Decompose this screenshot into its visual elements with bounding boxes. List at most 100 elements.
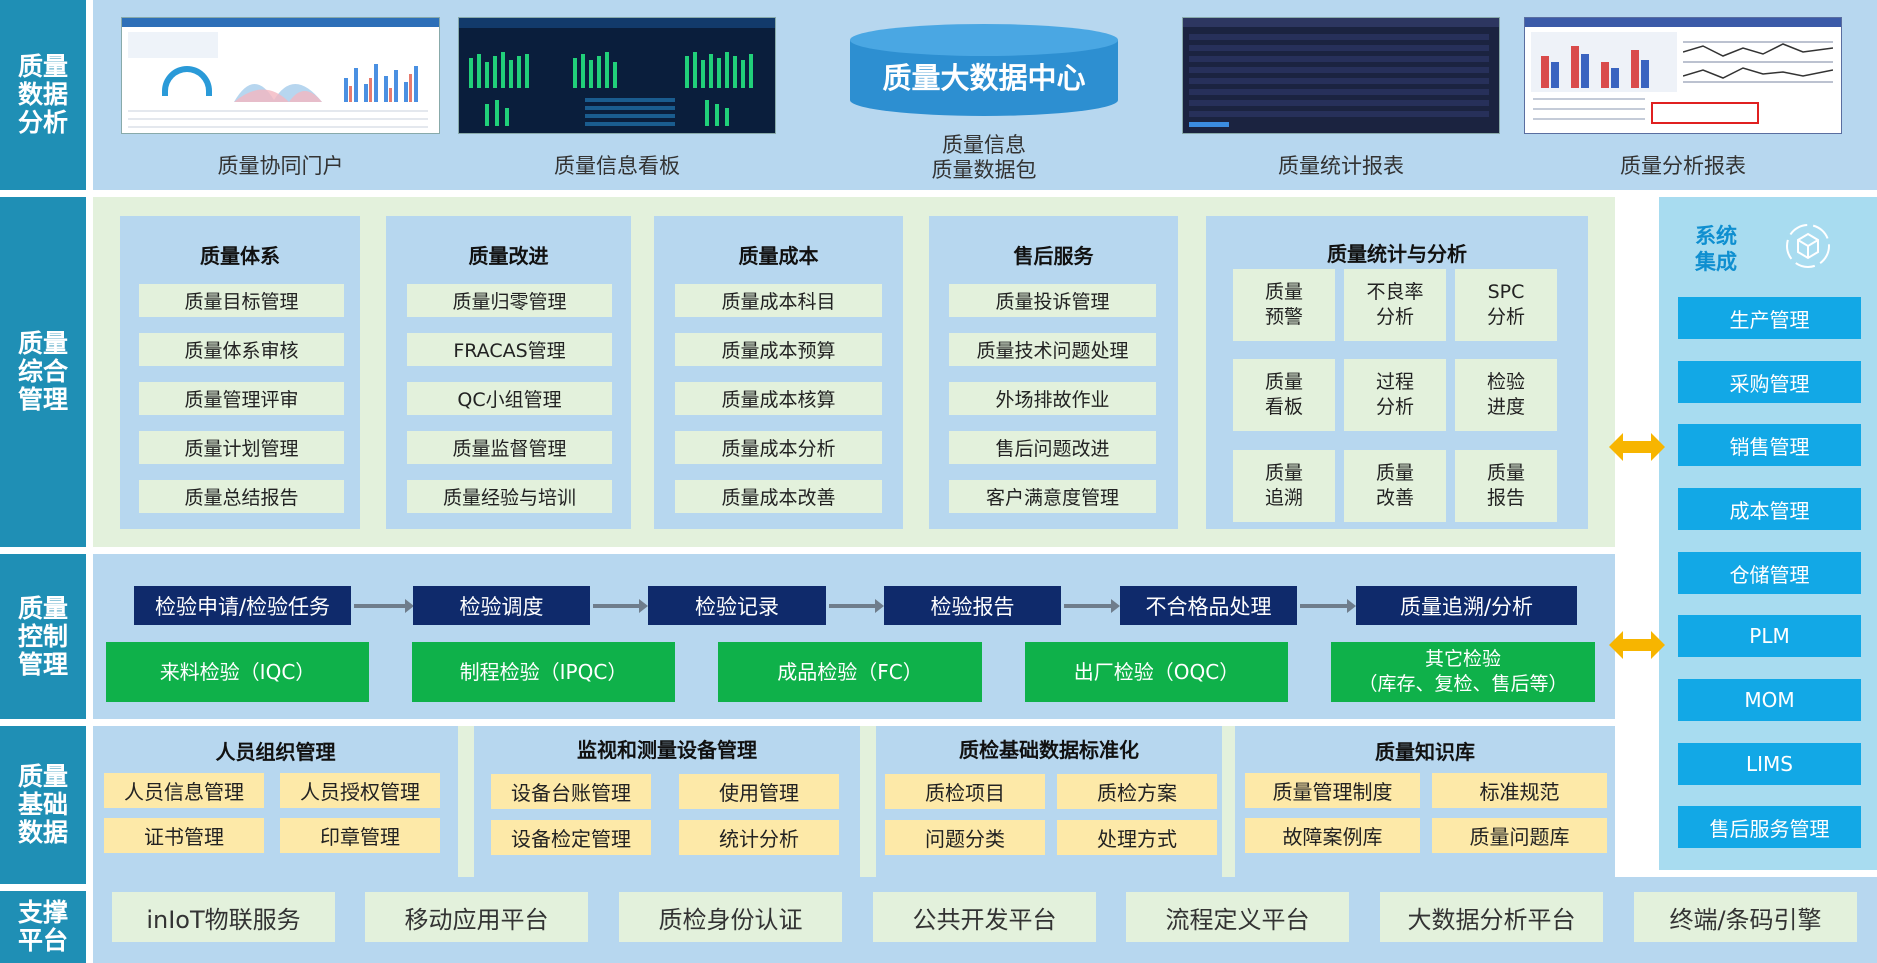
row-label-management: 质量 综合 管理 [0, 197, 86, 547]
double-arrow-icon [1609, 433, 1665, 461]
stats-cell: 质量 报告 [1455, 450, 1557, 522]
platform-item: 大数据分析平台 [1380, 892, 1603, 942]
integration-title: 系统 集成 [1695, 224, 1737, 274]
double-arrow-icon [1609, 631, 1665, 659]
package-line-1: 质量信息 [942, 133, 1026, 157]
after-sales-item: 客户满意度管理 [949, 480, 1156, 513]
quality-cost-item: 质量成本科目 [675, 284, 882, 317]
after-sales-item: 售后问题改进 [949, 431, 1156, 464]
integration-item: 销售管理 [1678, 424, 1861, 466]
platform-item: 质检身份认证 [619, 892, 842, 942]
flow-step: 质量追溯/分析 [1356, 586, 1577, 625]
stats-cell: 质量 追溯 [1233, 450, 1335, 522]
inspection-type: 制程检验（IPQC） [412, 642, 675, 702]
flow-arrow-icon [593, 599, 648, 613]
knowledge-base-item: 质量问题库 [1432, 818, 1607, 853]
quality-cost-item: 质量成本预算 [675, 333, 882, 366]
quality-system-item: 质量体系审核 [139, 333, 344, 366]
equipment-box: 监视和测量设备管理 设备台账管理 使用管理 设备检定管理 统计分析 [474, 726, 860, 884]
equipment-item: 设备检定管理 [491, 820, 651, 855]
board-caption: 质量信息看板 [554, 154, 680, 178]
stats-cell: 质量 改善 [1344, 450, 1446, 522]
standard-data-title: 质检基础数据标准化 [959, 738, 1139, 762]
equipment-title: 监视和测量设备管理 [577, 738, 757, 762]
portal-screenshot [121, 17, 440, 134]
knowledge-base-box: 质量知识库 质量管理制度 标准规范 故障案例库 质量问题库 [1235, 726, 1615, 884]
portal-caption: 质量协同门户 [217, 154, 344, 178]
standard-data-item: 处理方式 [1057, 820, 1217, 855]
row-label-analysis: 质量 数据 分析 [0, 0, 86, 190]
people-org-item: 印章管理 [280, 818, 440, 853]
cube-network-icon [1786, 224, 1830, 268]
integration-item: PLM [1678, 615, 1861, 657]
people-org-item: 人员信息管理 [104, 773, 264, 808]
row-label-control: 质量 控制 管理 [0, 554, 86, 719]
flow-arrow-icon [354, 599, 414, 613]
standard-data-box: 质检基础数据标准化 质检项目 质检方案 问题分类 处理方式 [876, 726, 1222, 884]
flow-arrow-icon [1064, 599, 1120, 613]
quality-improve-column: 质量改进 质量归零管理 FRACAS管理 QC小组管理 质量监督管理 质量经验与… [386, 216, 631, 529]
after-sales-title: 售后服务 [1013, 244, 1094, 268]
platform-item: 流程定义平台 [1126, 892, 1349, 942]
flow-step: 检验申请/检验任务 [134, 586, 351, 625]
quality-system-item: 质量目标管理 [139, 284, 344, 317]
package-line-2: 质量数据包 [931, 158, 1037, 182]
platform-item: 终端/条码引擎 [1634, 892, 1857, 942]
integration-item: 采购管理 [1678, 361, 1861, 403]
quality-improve-item: 质量归零管理 [407, 284, 612, 317]
inspection-type: 其它检验 （库存、复检、售后等） [1331, 642, 1595, 702]
stats-report-caption: 质量统计报表 [1278, 154, 1404, 178]
quality-system-title: 质量体系 [200, 244, 280, 268]
platform-item: inIoT物联服务 [112, 892, 335, 942]
database-cylinder-icon [850, 24, 1118, 116]
quality-system-item: 质量管理评审 [139, 382, 344, 415]
quality-system-item: 质量计划管理 [139, 431, 344, 464]
row-label-base: 质量 基础 数据 [0, 726, 86, 884]
standard-data-item: 质检项目 [885, 774, 1045, 809]
flow-step: 不合格品处理 [1120, 586, 1297, 625]
knowledge-base-title: 质量知识库 [1375, 740, 1475, 764]
stats-cell: 不良率 分析 [1344, 269, 1446, 341]
quality-system-item: 质量总结报告 [139, 480, 344, 513]
flow-step: 检验报告 [884, 586, 1061, 625]
people-org-item: 证书管理 [104, 818, 264, 853]
knowledge-base-item: 故障案例库 [1245, 818, 1420, 853]
integration-item: 生产管理 [1678, 297, 1861, 339]
after-sales-item: 质量投诉管理 [949, 284, 1156, 317]
stats-cell: SPC 分析 [1455, 269, 1557, 341]
stats-cell: 质量 看板 [1233, 359, 1335, 431]
flow-step: 检验记录 [648, 586, 826, 625]
standard-data-item: 质检方案 [1057, 774, 1217, 809]
inspection-type: 成品检验（FC） [718, 642, 982, 702]
quality-stats-column: 质量统计与分析 质量 预警 不良率 分析 SPC 分析 质量 看板 过程 分析 … [1206, 216, 1588, 529]
quality-improve-title: 质量改进 [468, 244, 549, 268]
quality-cost-column: 质量成本 质量成本科目 质量成本预算 质量成本核算 质量成本分析 质量成本改善 [654, 216, 903, 529]
flow-step: 检验调度 [413, 586, 590, 625]
flow-arrow-icon [829, 599, 884, 613]
inspection-type: 来料检验（IQC） [106, 642, 369, 702]
analysis-report-screenshot [1524, 17, 1842, 134]
quality-cost-item: 质量成本分析 [675, 431, 882, 464]
people-org-item: 人员授权管理 [280, 773, 440, 808]
analysis-report-caption: 质量分析报表 [1620, 154, 1746, 178]
quality-improve-item: FRACAS管理 [407, 333, 612, 366]
flow-arrow-icon [1300, 599, 1356, 613]
quality-cost-item: 质量成本改善 [675, 480, 882, 513]
equipment-item: 设备台账管理 [491, 774, 651, 809]
integration-item: 成本管理 [1678, 488, 1861, 530]
data-center-title: 质量大数据中心 [882, 61, 1086, 95]
after-sales-item: 质量技术问题处理 [949, 333, 1156, 366]
knowledge-base-item: 质量管理制度 [1245, 773, 1420, 808]
quality-improve-item: 质量监督管理 [407, 431, 612, 464]
quality-improve-item: QC小组管理 [407, 382, 612, 415]
standard-data-item: 问题分类 [885, 820, 1045, 855]
equipment-item: 统计分析 [679, 820, 839, 855]
stats-report-screenshot [1182, 17, 1500, 134]
integration-item: LIMS [1678, 743, 1861, 785]
people-org-title: 人员组织管理 [215, 740, 336, 764]
stats-cell: 质量 预警 [1233, 269, 1335, 341]
integration-item: 仓储管理 [1678, 552, 1861, 594]
platform-item: 移动应用平台 [365, 892, 588, 942]
stats-cell: 过程 分析 [1344, 359, 1446, 431]
stats-cell: 检验 进度 [1455, 359, 1557, 431]
